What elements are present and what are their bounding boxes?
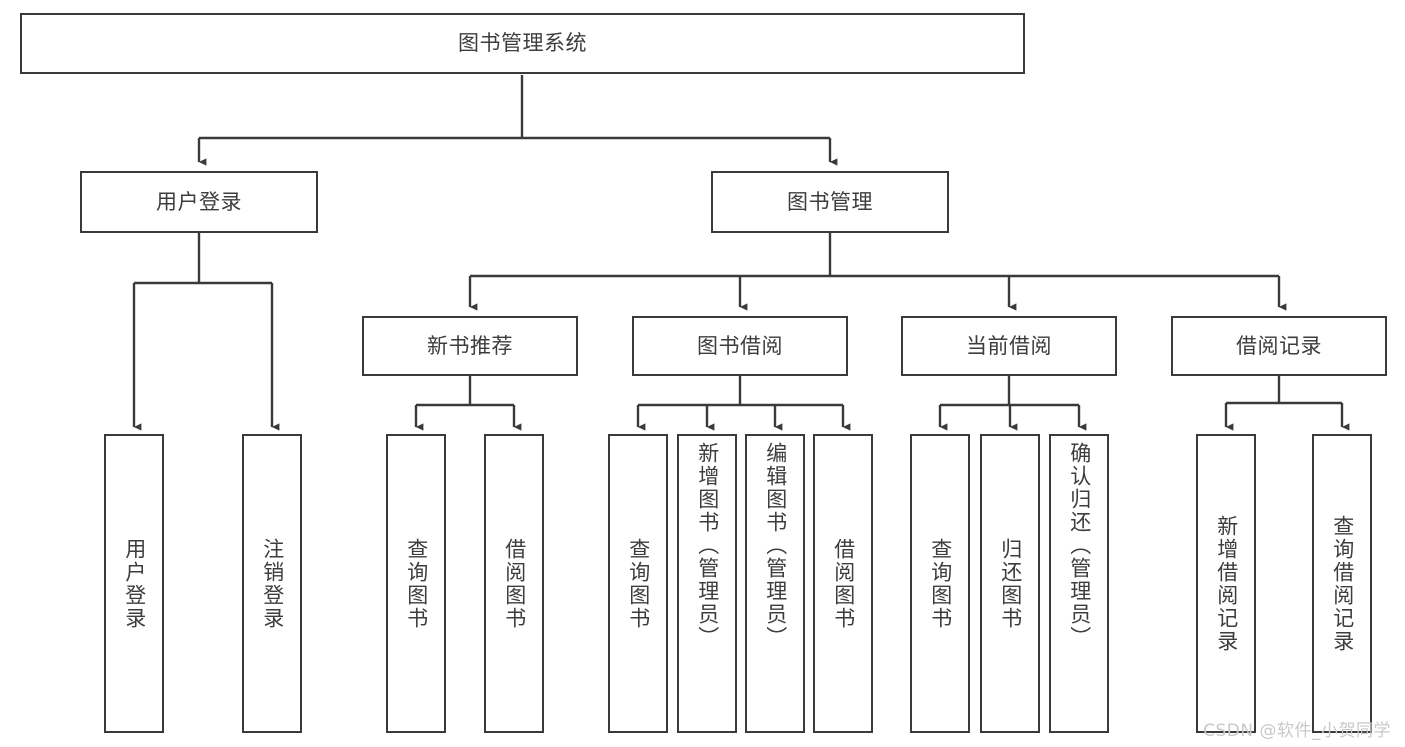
leaf-return-book[interactable]: 归还图书 <box>980 434 1040 733</box>
leaf-query-book-borrow[interactable]: 查询图书 <box>608 434 668 733</box>
node-label: 图书管理系统 <box>458 31 587 56</box>
node-book-management[interactable]: 图书管理 <box>711 171 949 233</box>
node-label: 注销登录 <box>260 537 285 630</box>
node-label: 查询图书 <box>626 537 651 630</box>
node-root-system[interactable]: 图书管理系统 <box>20 13 1025 74</box>
leaf-add-book-admin[interactable]: 新增图书（管理员） <box>677 434 737 733</box>
leaf-query-book-current[interactable]: 查询图书 <box>910 434 970 733</box>
watermark-text: CSDN @软件_小贺同学 <box>1203 721 1391 741</box>
node-label: 当前借阅 <box>966 333 1052 358</box>
node-label: 查询借阅记录 <box>1330 514 1355 653</box>
node-label: 编辑图书（管理员） <box>763 442 788 649</box>
leaf-query-borrow-record[interactable]: 查询借阅记录 <box>1312 434 1372 733</box>
node-label: 用户登录 <box>122 537 147 630</box>
node-current-borrow[interactable]: 当前借阅 <box>901 316 1117 376</box>
leaf-borrow-book-recommend[interactable]: 借阅图书 <box>484 434 544 733</box>
node-user-login[interactable]: 用户登录 <box>80 171 318 233</box>
node-label: 确认归还（管理员） <box>1067 442 1092 649</box>
node-label: 借阅图书 <box>831 537 856 630</box>
node-label: 用户登录 <box>156 189 242 214</box>
node-label: 图书管理 <box>787 189 873 214</box>
leaf-logout[interactable]: 注销登录 <box>242 434 302 733</box>
node-label: 借阅图书 <box>502 537 527 630</box>
node-label: 新增借阅记录 <box>1214 514 1239 653</box>
leaf-borrow-book[interactable]: 借阅图书 <box>813 434 873 733</box>
leaf-edit-book-admin[interactable]: 编辑图书（管理员） <box>745 434 805 733</box>
node-book-borrow[interactable]: 图书借阅 <box>632 316 848 376</box>
leaf-user-login[interactable]: 用户登录 <box>104 434 164 733</box>
node-label: 借阅记录 <box>1236 333 1322 358</box>
node-borrow-records[interactable]: 借阅记录 <box>1171 316 1387 376</box>
node-new-book-recommend[interactable]: 新书推荐 <box>362 316 578 376</box>
node-label: 图书借阅 <box>697 333 783 358</box>
node-label: 归还图书 <box>998 537 1023 630</box>
node-label: 查询图书 <box>928 537 953 630</box>
node-label: 新增图书（管理员） <box>695 442 720 649</box>
node-label: 新书推荐 <box>427 333 513 358</box>
leaf-add-borrow-record[interactable]: 新增借阅记录 <box>1196 434 1256 733</box>
leaf-query-book-recommend[interactable]: 查询图书 <box>386 434 446 733</box>
node-label: 查询图书 <box>404 537 429 630</box>
leaf-confirm-return-admin[interactable]: 确认归还（管理员） <box>1049 434 1109 733</box>
